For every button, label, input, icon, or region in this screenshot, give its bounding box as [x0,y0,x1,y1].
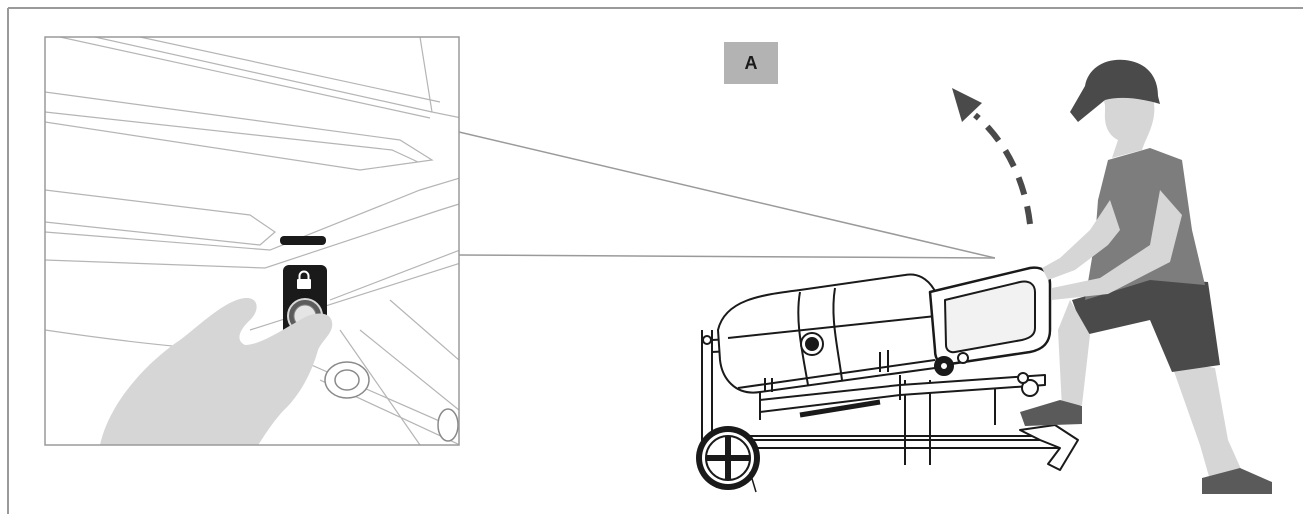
shirt [1085,148,1205,300]
arms [1042,190,1182,300]
back-shoe [1202,468,1272,494]
back-leg [1170,360,1245,480]
shorts [1072,278,1220,372]
front-shoe [1020,400,1082,426]
cap [1070,59,1160,122]
head [1104,81,1155,158]
curved-dashed-arrow-icon [952,88,1033,225]
front-leg [1058,300,1090,408]
indicator-bar [280,236,326,245]
cart-wheel [696,426,760,493]
callout-lines [458,131,996,259]
hand [100,297,333,445]
lock-icon [297,270,311,289]
grill [701,266,1079,471]
step-label: A [724,42,778,84]
page-border [7,7,1303,514]
detail-inset [44,36,460,446]
hose-fitting [324,361,459,442]
person [1020,59,1272,494]
